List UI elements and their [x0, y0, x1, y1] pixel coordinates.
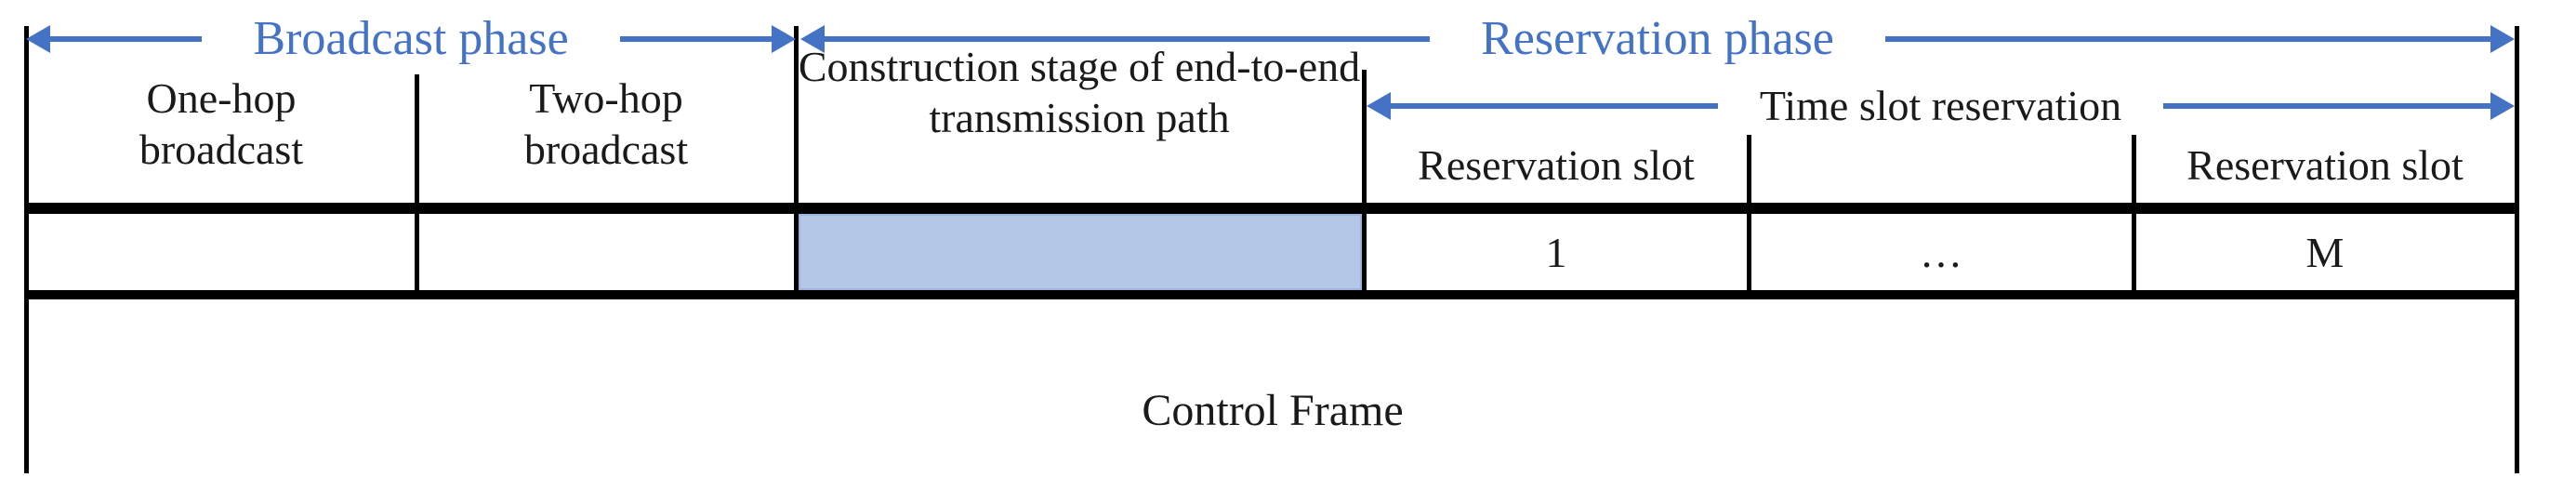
arrow-shaft: [2163, 103, 2490, 109]
construction-stage-highlight-cell: [799, 214, 1362, 290]
divider-ellipsis-slotM: [2132, 135, 2136, 299]
arrowhead-right-icon: [772, 25, 797, 53]
arrow-shaft: [619, 36, 773, 42]
broadcast-phase-label: Broadcast phase: [253, 11, 569, 65]
control-frame-label: Control Frame: [1142, 386, 1404, 435]
reservation-slot-first-label: Reservation slot: [1418, 141, 1695, 189]
reservation-phase-label: Reservation phase: [1481, 11, 1834, 65]
one-hop-broadcast-label: One-hop broadcast: [139, 74, 304, 173]
time-slot-reservation-label: Time slot reservation: [1759, 81, 2122, 129]
row-divider-bottom: [24, 290, 2519, 299]
construction-stage-label: Construction stage of end-to-end transmi…: [798, 43, 1361, 141]
arrow-shaft: [50, 36, 203, 42]
arrow-shaft: [1391, 103, 1718, 109]
divider-broadcast-construction: [794, 26, 799, 299]
reservation-phase-arrow: Reservation phase: [800, 11, 2515, 67]
arrow-shaft: [1884, 36, 2490, 42]
divider-slot1-ellipsis: [1747, 135, 1751, 299]
arrowhead-right-icon: [2490, 25, 2515, 53]
arrow-shaft: [825, 36, 1431, 42]
arrowhead-left-icon: [26, 25, 50, 53]
two-hop-broadcast-label: Two-hop broadcast: [523, 74, 689, 173]
arrowhead-left-icon: [1367, 92, 1391, 120]
time-slot-reservation-arrow: Time slot reservation: [1367, 78, 2515, 134]
table-right-border: [2515, 26, 2519, 473]
slot-index-1: 1: [1545, 228, 1567, 276]
divider-onehop-twohop: [415, 74, 419, 299]
table-left-border: [24, 26, 29, 473]
arrowhead-right-icon: [2490, 92, 2515, 120]
slot-index-m: M: [2305, 228, 2345, 276]
divider-construction-reservation: [1362, 70, 1367, 299]
broadcast-phase-arrow: Broadcast phase: [26, 11, 797, 67]
row-divider-top: [24, 203, 2519, 214]
slot-index-ellipsis: …: [1920, 228, 1962, 276]
arrowhead-left-icon: [800, 25, 825, 53]
reservation-slot-last-label: Reservation slot: [2186, 141, 2464, 189]
